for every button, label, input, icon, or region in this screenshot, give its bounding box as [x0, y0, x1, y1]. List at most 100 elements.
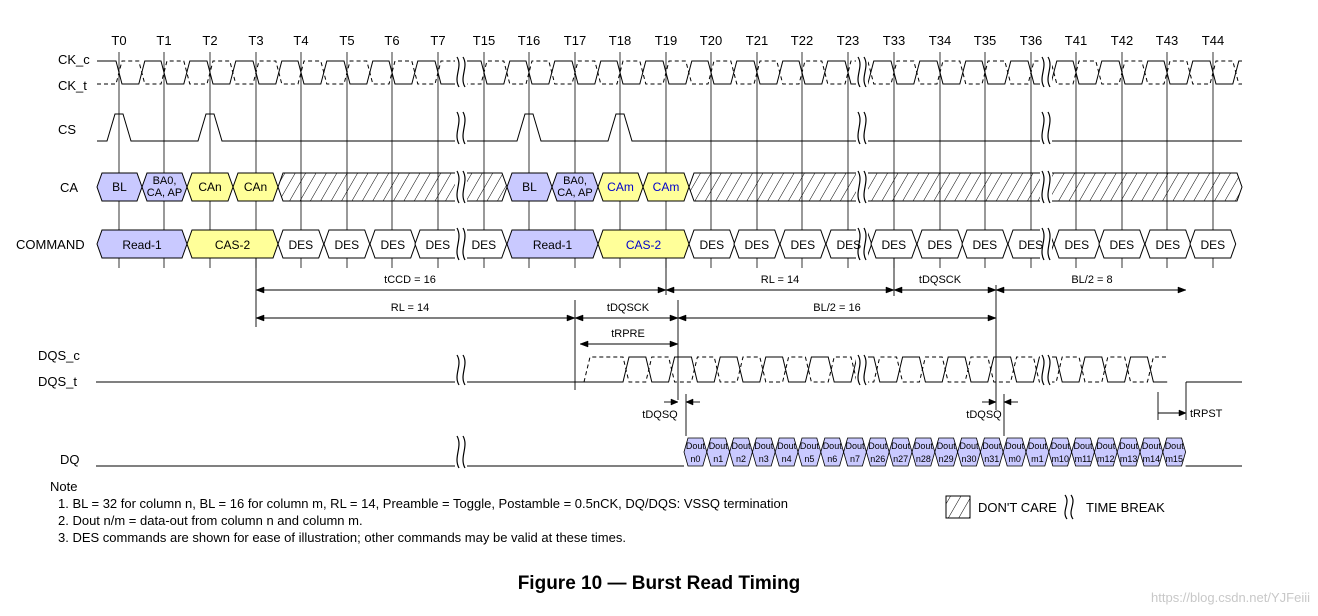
ca-cam-2-label: CAm [653, 180, 680, 194]
cmd-read-2-label: Read-1 [533, 238, 573, 252]
time-label-t7: T7 [430, 33, 445, 48]
time-label-t4: T4 [293, 33, 308, 48]
cmd-des-b1-label: DES [700, 238, 725, 252]
label-tccd: tCCD = 16 [384, 274, 436, 286]
dq-dout-label-n26: Dout [868, 441, 888, 451]
ca-can-2-label: CAn [244, 180, 267, 194]
legend-dont-care-swatch [945, 495, 971, 519]
dq-dout-label-m13: Dout [1119, 441, 1139, 451]
dq-dout-label-n27: Dout [891, 441, 911, 451]
ca-ba0-2-label-b: CA, AP [557, 187, 592, 199]
dq-dout-index-n7: n7 [850, 454, 860, 464]
arrow-tdqsck-1-head-right [669, 314, 679, 322]
label-tdqsq-1: tDQSQ [642, 409, 678, 421]
time-label-t15: T15 [473, 33, 495, 48]
watermark: https://blog.csdn.net/YJFeiii [1151, 590, 1310, 605]
cs-break-1-curve-a [456, 111, 460, 145]
dq-dout-label-n0: Dout [686, 441, 706, 451]
time-label-t22: T22 [791, 33, 813, 48]
dq-dout-label-n29: Dout [937, 441, 957, 451]
dq-dout-index-n3: n3 [759, 454, 769, 464]
legend-time-break-label: TIME BREAK [1086, 500, 1165, 515]
label-tdqsck-2: tDQSCK [919, 274, 962, 286]
ca-dont-care-2 [688, 172, 1243, 202]
dqs-break-3-curve-a [1041, 354, 1045, 386]
arrow-trpst-head [1178, 409, 1187, 417]
cs-waveform [97, 113, 1242, 142]
time-label-t41: T41 [1065, 33, 1087, 48]
arrow-tdqsck-1-head-left [574, 314, 584, 322]
time-label-t34: T34 [929, 33, 951, 48]
cmd-des-b8-label: DES [1019, 238, 1044, 252]
ca-break-2-gap [856, 171, 868, 203]
cmd-des-b11-label: DES [1156, 238, 1181, 252]
ck-break-1-curve-b [462, 56, 466, 88]
label-trpst: tRPST [1190, 408, 1223, 420]
note-item-3: 3. DES commands are shown for ease of il… [58, 530, 626, 545]
legend-time-break-curve-b [1070, 494, 1074, 520]
dqs-break-2-curve-b [863, 354, 867, 386]
label-bl2-8: BL/2 = 8 [1071, 274, 1112, 286]
dq-dout-label-n5: Dout [800, 441, 820, 451]
notes-block: Note 1. BL = 32 for column n, BL = 16 fo… [50, 478, 788, 546]
dim-tdqsq-1-head-l [670, 398, 679, 406]
dq-dout-label-m15: Dout [1165, 441, 1185, 451]
ca-break-1-curve-a [456, 170, 460, 204]
signal-label-ck-c: CK_c [58, 52, 90, 67]
cmd-des-a4-label: DES [426, 238, 451, 252]
signal-label-dqs-t: DQS_t [38, 374, 77, 389]
dqs-break-2-curve-a [857, 354, 861, 386]
legend-dont-care-label: DON'T CARE [978, 500, 1057, 515]
time-label-t33: T33 [883, 33, 905, 48]
dq-dout-index-n6: n6 [827, 454, 837, 464]
arrow-tdqsck-2-head-left [893, 286, 903, 294]
dqs-c-preamble [583, 356, 620, 383]
dq-break-1-curve-a [456, 435, 460, 469]
dq-dout-index-n5: n5 [804, 454, 814, 464]
cmd-des-a3-label: DES [381, 238, 406, 252]
cmd-break-3-curve-b [1047, 227, 1051, 261]
ck-break-3-curve-b [1047, 56, 1051, 88]
time-label-t1: T1 [156, 33, 171, 48]
label-bl2-16: BL/2 = 16 [813, 302, 860, 314]
cmd-des-b2-label: DES [745, 238, 770, 252]
dq-dout-label-n6: Dout [823, 441, 843, 451]
dq-dout-index-n1: n1 [713, 454, 723, 464]
legend-time-break-curve-a [1064, 494, 1068, 520]
dq-dout-label-n28: Dout [914, 441, 934, 451]
dq-dout-index-m14: m14 [1143, 454, 1161, 464]
dq-break-1-curve-b [462, 435, 466, 469]
dq-break-1-gap [455, 436, 467, 468]
cs-break-3-gap [1040, 112, 1052, 144]
dq-dout-index-m15: m15 [1165, 454, 1183, 464]
dq-dout-label-m0: Dout [1005, 441, 1025, 451]
cmd-break-1-curve-b [462, 227, 466, 261]
arrow-bl2-8-head-right [1177, 286, 1187, 294]
dq-dout-index-n28: n28 [916, 454, 931, 464]
cs-break-3-curve-a [1041, 111, 1045, 145]
cs-break-2-gap [856, 112, 868, 144]
time-label-t16: T16 [518, 33, 540, 48]
ca-can-1-label: CAn [198, 180, 221, 194]
dq-dout-label-m10: Dout [1051, 441, 1071, 451]
dim-tdqsq-2-head-r [1003, 398, 1012, 406]
signal-label-dqs-c: DQS_c [38, 348, 80, 363]
cmd-break-2-curve-a [857, 227, 861, 261]
dqs-break-1-gap [455, 355, 467, 385]
ck-break-1-gap [455, 57, 467, 87]
arrow-rl-1-head-right [566, 314, 576, 322]
dq-dout-index-m1: m1 [1031, 454, 1044, 464]
dq-dout-label-n3: Dout [754, 441, 774, 451]
time-label-t2: T2 [202, 33, 217, 48]
arrow-rl-2-head-right [885, 286, 895, 294]
arrow-trpre-head-right [669, 340, 679, 348]
dim-tdqsq-2-head-l [988, 398, 997, 406]
dq-dout-label-n7: Dout [845, 441, 865, 451]
cmd-des-a5-label: DES [472, 238, 497, 252]
cmd-break-1-curve-a [456, 227, 460, 261]
cmd-break-3-gap [1040, 228, 1052, 260]
cmd-des-b4-label: DES [837, 238, 862, 252]
arrow-rl-2-head-left [665, 286, 675, 294]
dq-dout-label-n4: Dout [777, 441, 797, 451]
arrow-tccd-head-left [255, 286, 265, 294]
